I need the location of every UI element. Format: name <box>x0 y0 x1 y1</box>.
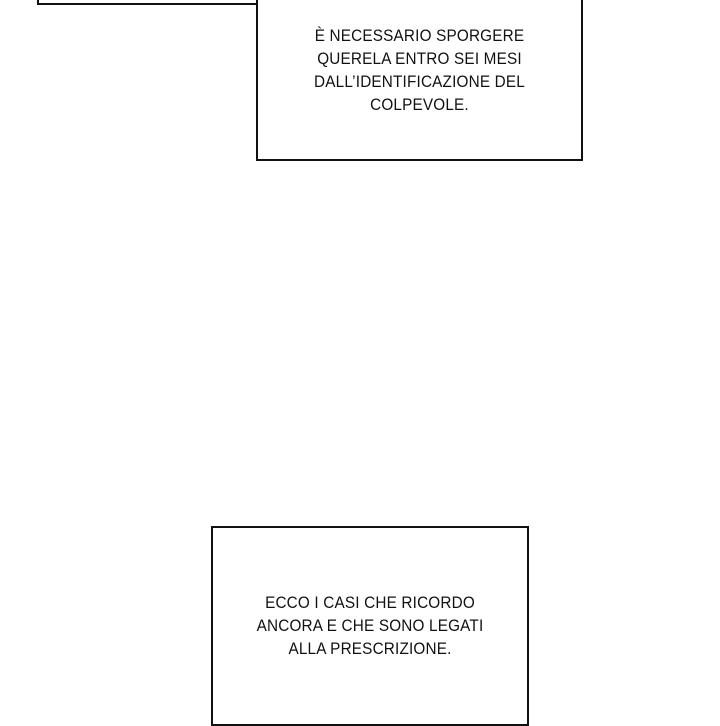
caption-line: DALL’IDENTIFICAZIONE DEL <box>314 72 525 91</box>
panel-top-left-edge <box>37 0 259 5</box>
caption-line: È NECESSARIO SPORGERE <box>314 26 525 45</box>
caption-line: QUERELA ENTRO SEI MESI <box>317 49 522 68</box>
caption-box-bottom: ECCO I CASI CHE RICORDO ANCORA E CHE SON… <box>211 526 529 726</box>
caption-text: ECCO I CASI CHE RICORDO ANCORA E CHE SON… <box>213 591 527 660</box>
caption-line: ANCORA E CHE SONO LEGATI <box>256 616 484 635</box>
caption-line: ECCO I CASI CHE RICORDO <box>265 593 475 612</box>
caption-box-top: È NECESSARIO SPORGERE QUERELA ENTRO SEI … <box>256 0 583 161</box>
caption-text: È NECESSARIO SPORGERE QUERELA ENTRO SEI … <box>258 24 581 116</box>
caption-line: ALLA PRESCRIZIONE. <box>288 639 452 658</box>
caption-line: COLPEVOLE. <box>370 95 469 114</box>
